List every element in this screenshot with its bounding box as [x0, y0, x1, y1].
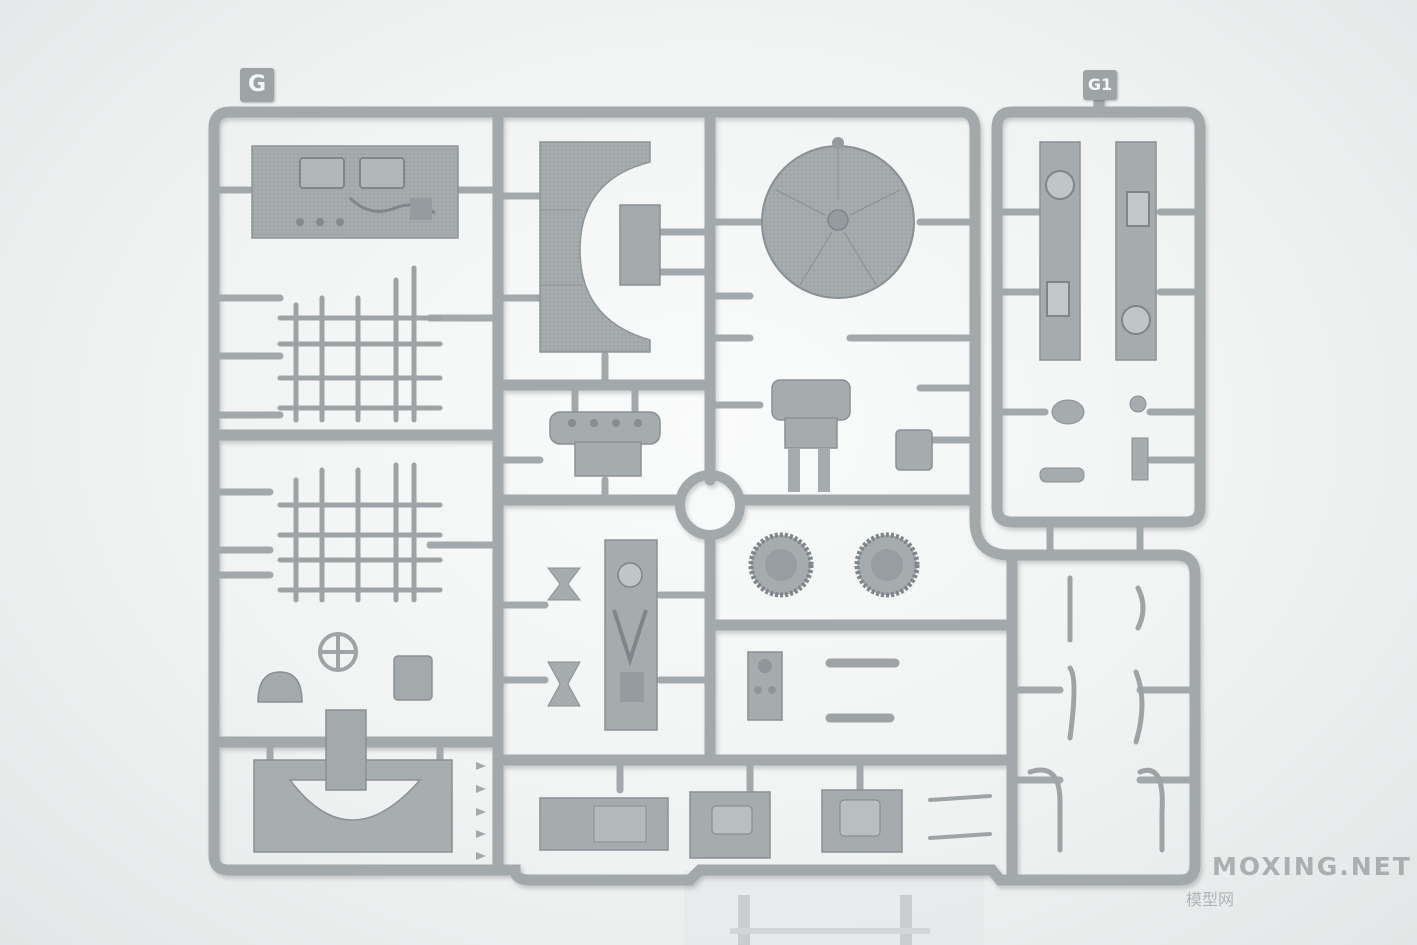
- small-seat: [895, 429, 933, 471]
- gauge-panel: [747, 651, 783, 721]
- hatch-box: [821, 789, 903, 853]
- transmission-housing: [771, 379, 851, 492]
- steering-wheel: [318, 632, 358, 672]
- seat-cushion: [257, 671, 303, 703]
- engine-deck-plate: [251, 145, 459, 239]
- sprue-tag-g1: G1: [1083, 70, 1117, 100]
- watermark-brand: MOXING.NET: [1212, 852, 1412, 881]
- turret-floor-disc: [761, 137, 915, 299]
- small-cone-parts: [476, 762, 486, 860]
- battery-box: [539, 797, 669, 851]
- radio-box: [689, 791, 771, 859]
- g1-panel-left: [1039, 141, 1081, 361]
- center-ring: [675, 470, 745, 540]
- spool-upper: [547, 567, 581, 601]
- clear-stand: [684, 870, 984, 945]
- grille-upper: [277, 265, 443, 423]
- g1-small-parts: [1039, 395, 1149, 483]
- shock-absorbers: [825, 658, 900, 723]
- arched-mesh-plate: [539, 141, 661, 353]
- engine-block: [549, 411, 661, 477]
- grille-lower: [277, 462, 443, 603]
- sprue-frame-g: [208, 106, 1201, 886]
- gear-wheel-right: [854, 532, 920, 598]
- instrument-panel-tall: [604, 539, 658, 731]
- spool-lower: [547, 661, 581, 707]
- g1-panel-right: [1115, 141, 1157, 361]
- control-levers: [1027, 575, 1165, 853]
- floor-plate-left: [253, 709, 453, 853]
- watermark-subtitle: 模型网: [1186, 890, 1235, 909]
- gear-wheel-left: [748, 532, 814, 598]
- rod-parts: [928, 794, 992, 840]
- sprue-tag-g: G: [240, 68, 274, 102]
- seat-back: [393, 655, 433, 701]
- runner-gates: [210, 186, 1204, 794]
